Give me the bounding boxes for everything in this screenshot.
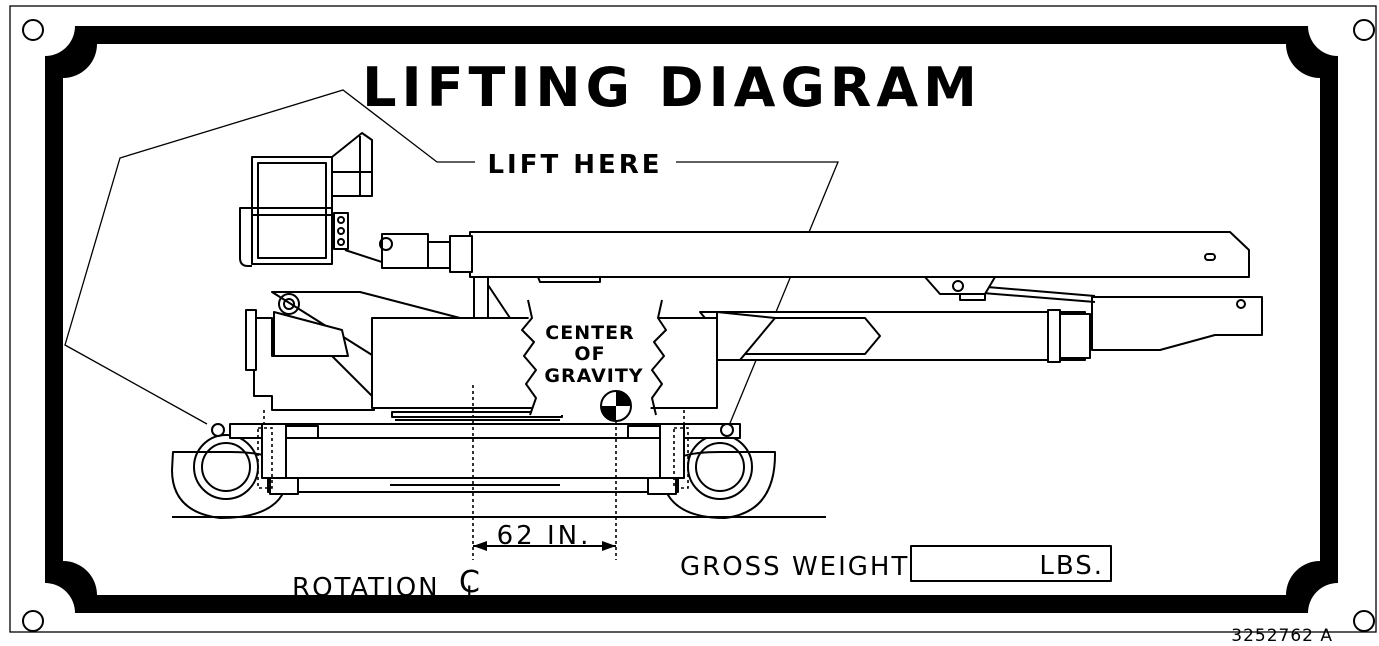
centerline-symbol-sub: L	[466, 583, 479, 608]
mounting-hole-top-right	[1353, 19, 1375, 41]
center-of-gravity-symbol	[600, 390, 632, 422]
mounting-hole-bottom-right	[1353, 610, 1375, 632]
dimension-arrow-right	[602, 541, 616, 551]
platform-basket	[239, 132, 373, 267]
plate-outline	[9, 5, 1377, 633]
lift-point-right	[720, 423, 734, 437]
dimension-arrow-left	[473, 541, 487, 551]
lift-point-left	[211, 423, 225, 437]
right-wheel	[667, 434, 777, 519]
aerial-lift-machine: CENTER OF GRAVITY	[171, 132, 1263, 519]
lift-leader-left	[64, 89, 475, 425]
cog-label-center: CENTER	[545, 322, 634, 344]
chassis	[229, 410, 741, 495]
rotation-label-group: ROTATION C L	[292, 565, 480, 608]
mounting-hole-top-left	[22, 19, 44, 41]
boom-support	[344, 249, 511, 319]
gross-weight-label: GROSS WEIGHT	[680, 552, 909, 582]
mounting-hole-bottom-left	[22, 610, 44, 632]
weight-units-label: LBS.	[1039, 551, 1104, 581]
gross-weight-box	[910, 545, 1112, 582]
dimension-label: 62 IN.	[497, 521, 592, 551]
cog-label-gravity: GRAVITY	[544, 365, 643, 387]
centerline-symbol: C	[459, 565, 480, 600]
turntable	[245, 291, 776, 425]
rotation-label: ROTATION	[292, 573, 440, 603]
cg-dimension: 62 IN.	[472, 385, 617, 560]
upper-boom	[379, 231, 1250, 295]
lift-here-label: LIFT HERE	[487, 150, 662, 180]
cog-label-of: OF	[574, 343, 605, 365]
gross-weight-group: GROSS WEIGHT LBS.	[680, 545, 1112, 582]
part-number: 3252762 A	[1231, 626, 1333, 646]
diagram-title: LIFTING DIAGRAM	[362, 56, 982, 119]
mounting-holes	[22, 19, 1375, 632]
center-of-gravity-panel: CENTER OF GRAVITY	[521, 299, 667, 416]
lower-boom	[699, 285, 1263, 363]
